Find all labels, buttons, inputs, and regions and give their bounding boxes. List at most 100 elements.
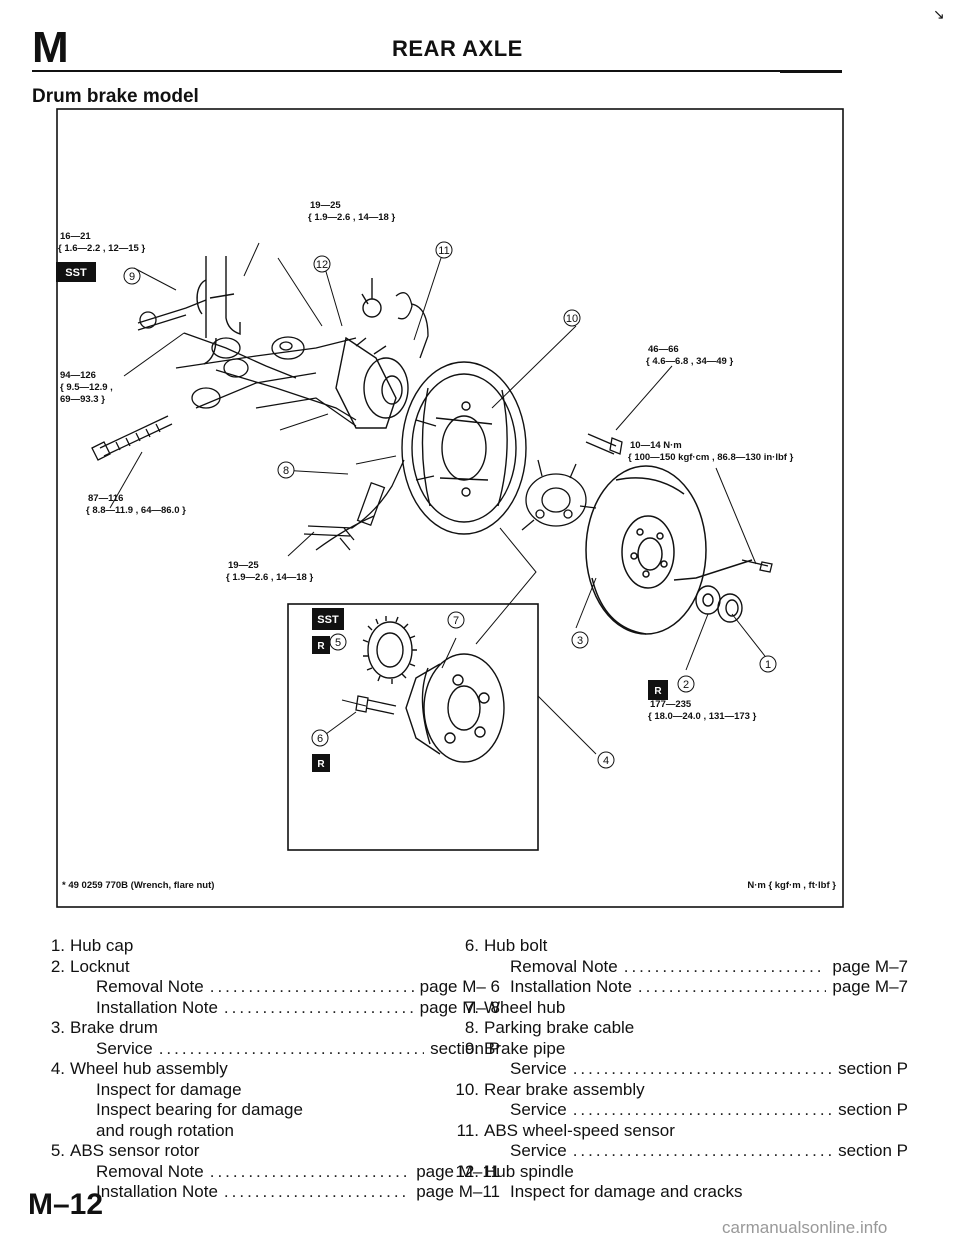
subitem-label: Service: [510, 1059, 567, 1078]
wheel-hub-drawing: [405, 653, 505, 763]
dot-leader: [210, 1162, 410, 1183]
subitem-label: Removal Note: [510, 956, 618, 976]
part-number: 5.: [50, 1141, 65, 1160]
hub-spindle-drawing: [335, 278, 409, 429]
svg-text:6: 6: [317, 733, 323, 745]
part-subitem: Installation Note page M–11: [38, 1182, 500, 1203]
locknut-hubcap-drawing: [695, 585, 743, 623]
r-badge-inset-bottom: R: [312, 754, 330, 772]
svg-text:12: 12: [316, 259, 328, 271]
abs-sensor-drawing: [395, 292, 429, 359]
svg-text:R: R: [654, 686, 662, 697]
callout-4: 4: [597, 751, 615, 769]
part-name: Wheel hub assembly: [70, 1059, 228, 1078]
torque-19-25-bottom: 19—25{ 1.9—2.6 , 14—18 }: [226, 560, 313, 583]
part-name: Locknut: [70, 956, 130, 976]
section-letter: M: [32, 23, 69, 72]
subitem-label: Inspect for damage and cracks: [510, 1182, 743, 1201]
part-name: Parking brake cable: [484, 1018, 635, 1037]
svg-text:R: R: [317, 759, 325, 770]
exploded-view-diagram: 11 12 9 10 8 7 5 3 1 2 6 4 SST SST R R R…: [56, 108, 844, 908]
r-badge-locknut: R: [648, 680, 668, 700]
part-name: Rear brake assembly: [484, 1079, 645, 1099]
callout-2: 2: [677, 675, 695, 693]
part-item: 4. Wheel hub assembly: [38, 1059, 442, 1080]
part-subitem: Removal Note page M–7: [452, 956, 908, 978]
part-name: Hub spindle: [484, 1161, 574, 1181]
page-reference: page M–11: [416, 1182, 500, 1201]
part-subitem: Inspect bearing for damage: [38, 1100, 442, 1121]
subitem-label: Service: [96, 1038, 153, 1058]
dot-leader: [573, 1141, 832, 1162]
svg-text:4: 4: [603, 755, 609, 767]
abs-rotor-drawing: [362, 616, 417, 684]
part-name: ABS sensor rotor: [70, 1141, 200, 1160]
bleeder-bolt-drawing: [585, 433, 623, 455]
part-number: 4.: [50, 1059, 65, 1078]
r-badge-inset-top: R: [312, 636, 330, 654]
part-item: 11.ABS wheel-speed sensor: [452, 1121, 850, 1142]
torque-94-126: 94—126{ 9.5—12.9 ,69—93.3 }: [60, 370, 113, 405]
page-title: REAR AXLE: [392, 36, 523, 61]
part-subitem: Servicesection P: [452, 1141, 908, 1162]
page-reference: section P: [838, 1059, 908, 1078]
part-item: 7.Wheel hub: [452, 998, 850, 1019]
part-subitem: Service section P: [452, 1059, 908, 1080]
part-item: 8. Parking brake cable: [452, 1018, 850, 1039]
subitem-label: Installation Note: [96, 997, 218, 1017]
part-item: 9.Brake pipe: [452, 1039, 850, 1060]
svg-text:5: 5: [335, 637, 341, 649]
page-reference: page M– 8: [419, 997, 500, 1017]
subitem-label: Installation Note: [96, 1182, 218, 1201]
torque-177-235: 177—235{ 18.0—24.0 , 131—173 }: [648, 699, 757, 722]
part-item: 5. ABS sensor rotor: [38, 1141, 442, 1162]
part-number: 11.: [456, 1120, 479, 1140]
svg-text:SST: SST: [65, 267, 87, 279]
part-name: Wheel hub: [484, 997, 566, 1017]
torque-10-14: 10—14 N·m{ 100—150 kgf·cm , 86.8—130 in·…: [628, 440, 794, 463]
callout-5: 5: [329, 633, 347, 651]
part-item: 10.Rear brake assembly: [452, 1080, 850, 1101]
part-item: 1.Hub cap: [38, 936, 442, 957]
subitem-label: Inspect bearing for damage: [96, 1100, 303, 1119]
subitem-label: Service: [510, 1100, 567, 1119]
leader-lines: [109, 242, 769, 755]
subitem-label: Removal Note: [96, 1161, 204, 1181]
hub-assembly-drawing: [521, 459, 597, 531]
torque-19-25-top: 19—25{ 1.9—2.6 , 14—18 }: [308, 200, 395, 223]
diagram-frame: [56, 108, 844, 908]
part-item: 12.Hub spindle: [452, 1162, 850, 1183]
dot-leader: [573, 1059, 832, 1080]
part-name: Brake pipe: [484, 1038, 566, 1058]
dot-leader: [159, 1039, 424, 1060]
svg-text:9: 9: [129, 271, 135, 283]
subitem-label: and rough rotation: [96, 1120, 234, 1140]
callout-11: 11: [435, 241, 453, 259]
page-reference: page M–7: [832, 956, 908, 976]
part-number: 3.: [50, 1018, 65, 1037]
part-number: 12.: [455, 1161, 479, 1181]
svg-text:7: 7: [453, 615, 459, 627]
torque-46-66: 46—66{ 4.6—6.8 , 34—49 }: [646, 344, 733, 367]
part-number: 8.: [464, 1018, 479, 1037]
footnote-sst: * 49 0259 770B (Wrench, flare nut): [62, 880, 214, 891]
part-number: 7.: [464, 997, 479, 1017]
part-item: 3. Brake drum: [38, 1018, 442, 1039]
part-number: 2.: [50, 956, 65, 976]
torque-16-21: 16—21{ 1.6—2.2 , 12—15 }: [58, 231, 145, 254]
svg-text:2: 2: [683, 679, 689, 691]
brake-drum-drawing: [585, 465, 753, 635]
drum-screw-drawing: [741, 559, 773, 573]
callout-10: 10: [563, 309, 581, 327]
parking-brake-cable-drawing: [303, 459, 405, 551]
callout-6: 6: [311, 729, 329, 747]
torque-87-116: 87—116{ 8.8—11.9 , 64—86.0 }: [86, 493, 186, 516]
part-subitem: Removal Notepage M–11: [38, 1161, 500, 1183]
part-subitem: Inspect for damage: [38, 1080, 442, 1101]
part-name: Brake drum: [70, 1018, 158, 1037]
footnote-units: N·m { kgf·m , ft·lbf }: [747, 880, 836, 891]
part-number: 10.: [455, 1079, 479, 1099]
header-rule: [32, 70, 842, 72]
header-rule-tail: [780, 72, 842, 73]
